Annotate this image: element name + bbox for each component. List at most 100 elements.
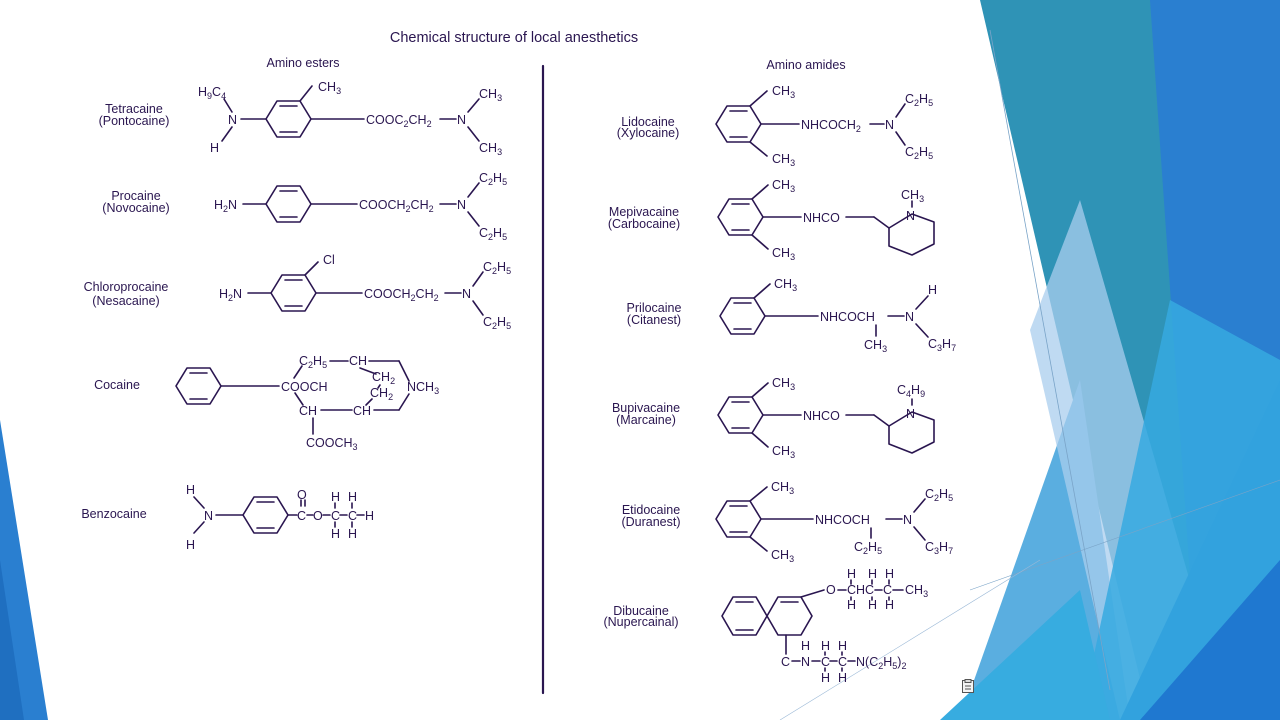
svg-text:COOCH2CH2: COOCH2CH2 [364,287,439,303]
svg-text:CH3: CH3 [772,246,795,262]
svg-text:NHCO: NHCO [803,211,840,225]
svg-text:H: H [365,509,374,523]
left-accent-strip-dark [0,560,24,720]
svg-text:CH3: CH3 [774,277,797,293]
svg-text:N: N [885,118,894,132]
drug-procaine: Procaine (Novocaine) H2N COOCH2CH2 N C2H… [102,171,507,242]
structure-mepivacaine: CH3 CH3 NHCO N CH3 [717,178,935,262]
svg-text:N: N [457,198,466,212]
svg-text:CH3: CH3 [772,376,795,392]
svg-text:N: N [801,655,810,669]
svg-text:CH: CH [353,404,371,418]
svg-text:C2H5: C2H5 [299,354,327,370]
drug-name: Mepivacaine [609,205,679,219]
svg-text:COOCH2CH2: COOCH2CH2 [359,198,434,214]
svg-text:N(C2H5)2: N(C2H5)2 [856,655,906,671]
svg-text:C3H7: C3H7 [925,540,953,556]
drug-prilocaine: Prilocaine (Citanest) CH3 NHCOCH CH3 N H… [627,277,957,354]
svg-text:COOC2CH2: COOC2CH2 [366,113,432,129]
svg-text:CH3: CH3 [479,141,502,157]
svg-text:C2H5: C2H5 [905,145,933,161]
svg-text:H: H [186,538,195,552]
drug-brand: (Nupercainal) [603,615,678,629]
svg-text:C: C [781,655,790,669]
structure-etidocaine: CH3 CH3 NHCOCH C2H5 N C2H5 C3H7 [715,480,953,564]
svg-text:H: H [210,141,219,155]
drug-chloroprocaine: Chloroprocaine (Nesacaine) H2N Cl COOCH2… [84,253,511,331]
drug-bupivacaine: Bupivacaine (Marcaine) CH3 CH3 NHCO N C4… [612,376,935,460]
svg-text:CHC: CHC [847,583,874,597]
thin-line [779,559,1041,720]
svg-text:N: N [457,113,466,127]
drug-name: Tetracaine [105,102,163,116]
svg-text:N: N [905,310,914,324]
paste-options-icon[interactable] [962,679,974,693]
structure-procaine: H2N COOCH2CH2 N C2H5 C2H5 [214,171,507,242]
drug-brand: (Marcaine) [616,413,676,427]
drug-cocaine: Cocaine COOCH C2H5 CH NCH3 CH2 CH2 CH CH [94,354,439,452]
svg-text:CH2: CH2 [372,370,395,386]
drug-mepivacaine: Mepivacaine (Carbocaine) CH3 CH3 NHCO N … [608,178,935,262]
drug-name: Bupivacaine [612,401,680,415]
drug-brand: (Nesacaine) [92,294,159,308]
svg-text:C2H5: C2H5 [479,171,507,187]
thin-line [969,479,1280,591]
svg-text:H: H [885,567,894,581]
structure-chloroprocaine: H2N Cl COOCH2CH2 N C2H5 C2H5 [219,253,511,331]
svg-text:C: C [348,509,357,523]
svg-text:CH3: CH3 [772,84,795,100]
drug-name: Cocaine [94,378,140,392]
svg-text:C2H5: C2H5 [483,260,511,276]
svg-text:H: H [838,639,847,653]
svg-text:CH3: CH3 [772,152,795,168]
svg-text:C: C [821,655,830,669]
svg-text:CH3: CH3 [772,444,795,460]
svg-text:H: H [348,527,357,541]
svg-text:C3H7: C3H7 [928,337,956,353]
amides-heading: Amino amides [766,58,845,72]
svg-text:H: H [838,671,847,685]
svg-text:H: H [331,490,340,504]
svg-text:NHCOCH: NHCOCH [815,513,870,527]
svg-text:N: N [228,113,237,127]
svg-text:H: H [821,671,830,685]
drug-brand: (Carbocaine) [608,217,680,231]
svg-text:CH3: CH3 [479,87,502,103]
svg-text:C: C [331,509,340,523]
svg-text:H: H [331,527,340,541]
svg-text:COOCH3: COOCH3 [306,436,358,452]
svg-text:H: H [186,483,195,497]
svg-text:N: N [903,513,912,527]
svg-text:H2N: H2N [219,287,242,303]
svg-text:NCH3: NCH3 [407,380,439,396]
drug-brand: (Duranest) [621,515,680,529]
svg-text:C: C [838,655,847,669]
svg-text:H2N: H2N [214,198,237,214]
structure-tetracaine: N H9C4 H CH3 COOC2CH2 N CH3 CH3 [198,80,502,157]
svg-text:O: O [313,509,323,523]
drug-brand: (Xylocaine) [617,126,680,140]
svg-text:N: N [204,509,213,523]
svg-text:C2H5: C2H5 [905,92,933,108]
svg-text:CH3: CH3 [771,480,794,496]
svg-text:C2H5: C2H5 [854,540,882,556]
thin-line [989,29,1111,691]
svg-text:CH2: CH2 [370,386,393,402]
svg-text:CH: CH [349,354,367,368]
svg-text:C2H5: C2H5 [479,226,507,242]
svg-text:H: H [868,598,877,612]
svg-text:H: H [847,598,856,612]
svg-text:CH3: CH3 [864,338,887,354]
drug-name: Chloroprocaine [84,280,169,294]
svg-text:CH3: CH3 [772,178,795,194]
svg-text:COOCH: COOCH [281,380,328,394]
svg-text:H: H [868,567,877,581]
svg-text:CH: CH [299,404,317,418]
svg-text:N: N [906,407,915,421]
svg-text:NHCO: NHCO [803,409,840,423]
svg-text:C4H9: C4H9 [897,383,925,399]
svg-text:H: H [801,639,810,653]
